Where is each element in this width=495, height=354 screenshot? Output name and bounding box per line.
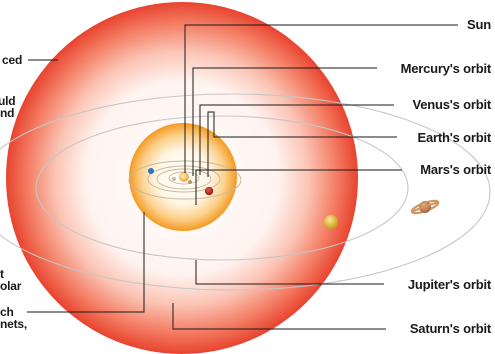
mercury-orbit-label: Mercury's orbit (400, 61, 492, 76)
earth-orbit-label: Earth's orbit (417, 130, 492, 145)
sun-leader (184, 24, 458, 173)
jupiter-leader (195, 260, 384, 285)
jupiter-orbit (35, 115, 409, 261)
jupiter-orbit-label: Jupiter's orbit (407, 277, 491, 292)
left-text-fragment: ch (0, 305, 14, 319)
saturn-planet (410, 199, 440, 215)
earth-orbit (147, 165, 221, 193)
mercury-leader (192, 67, 377, 176)
left-text-fragment: olar (0, 279, 22, 293)
mercury-planet (172, 177, 176, 181)
left-text-fragment: nd (0, 106, 15, 120)
mercury-orbit (168, 171, 200, 185)
earth-leader (207, 111, 397, 177)
left-text-fragment: uld (0, 94, 16, 108)
mars-planet (204, 186, 214, 196)
sun-label: Sun (467, 17, 491, 32)
saturn-orbit (0, 93, 491, 291)
venus-orbit-label: Venus's orbit (412, 97, 491, 112)
earth-planet (188, 180, 192, 184)
left-text-fragment: nets, (0, 317, 28, 331)
venus-leader (199, 104, 394, 175)
venus-planet (148, 168, 154, 174)
left-leader-bottom (27, 212, 145, 313)
sun (179, 172, 189, 182)
mars-orbit-label: Mars's orbit (420, 162, 491, 177)
venus-orbit (156, 168, 212, 190)
jupiter-planet (324, 215, 338, 229)
mars-leader (195, 169, 402, 205)
left-text-fragment: t (0, 267, 4, 281)
saturn-orbit-label: Saturn's orbit (409, 321, 491, 336)
saturn-leader (172, 303, 386, 330)
left-text-fragment: ced (2, 53, 23, 67)
